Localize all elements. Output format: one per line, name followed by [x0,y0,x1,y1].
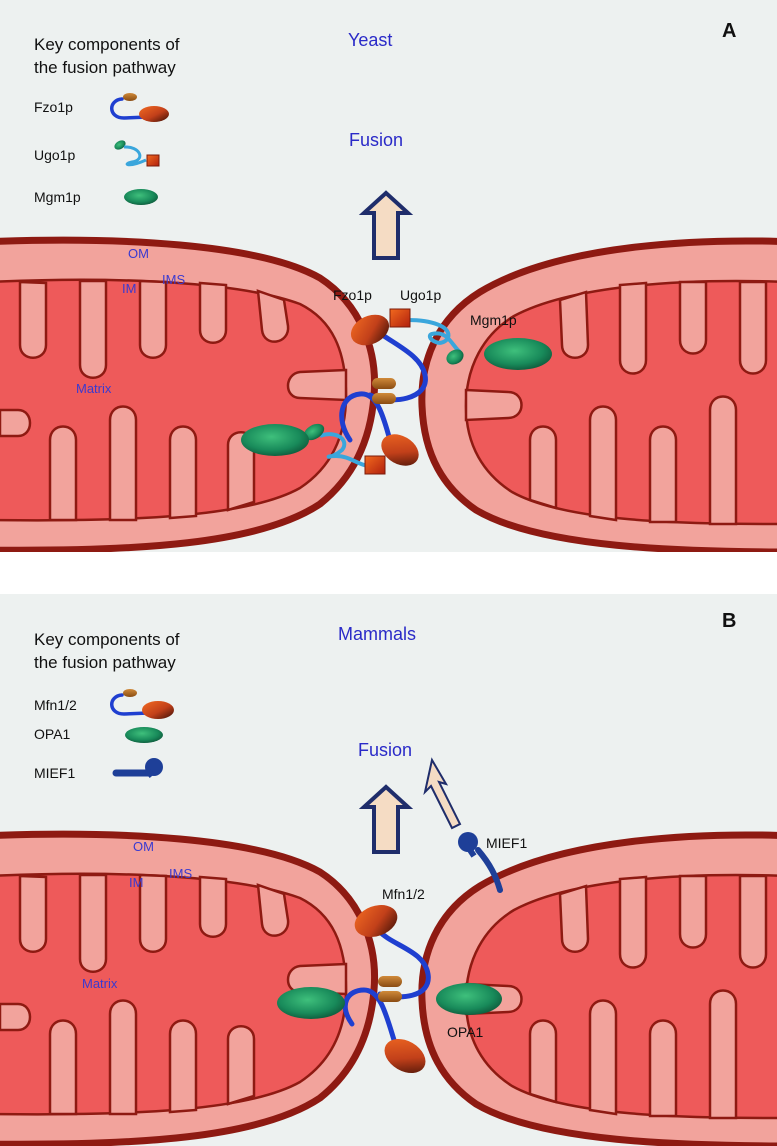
panel-letter: B [722,610,737,632]
fusion-arrow [358,190,414,260]
legend-mgm1p-label: Mgm1p [34,189,81,205]
ims-label: IMS [169,866,193,881]
panel-mammals: Key components of the fusion pathway Mfn… [0,594,777,1146]
legend-opa1-label: OPA1 [34,726,71,742]
im-label: IM [129,875,144,890]
key-title-line-1: Key components of [34,35,180,54]
matrix-label: Matrix [76,381,112,396]
fusion-label: Fusion [358,740,413,760]
legend-mief1-icon [112,758,163,778]
legend-mgm1p-icon [124,189,158,205]
left-mitochondrion [0,236,379,552]
yeast-diagram [0,93,777,552]
im-label: IM [122,281,137,296]
mfn-label: Mfn1/2 [382,886,425,902]
ims-label: IMS [162,272,186,287]
fusion-complex [241,308,552,475]
matrix-label: Matrix [82,976,118,991]
panel-title: Mammals [338,624,417,644]
legend-ugo1p-icon [114,140,160,167]
mammals-diagram [0,689,777,1146]
legend-mfn-label: Mfn1/2 [34,697,77,713]
panel-yeast: Key components of the fusion pathway Fzo… [0,0,777,552]
mief1-fusion-arrow [423,757,462,830]
fzo1p-label: Fzo1p [333,287,372,303]
fusion-complex [277,832,503,1074]
key-title-line-2: the fusion pathway [34,58,176,77]
ugo1p-label: Ugo1p [400,287,442,303]
key-title-line-2: the fusion pathway [34,653,176,672]
left-mitochondrion [0,830,379,1146]
legend-fzo1p-icon [110,93,169,122]
mief1-label: MIEF1 [486,835,528,851]
key-title-line-1: Key components of [34,630,180,649]
om-label: OM [128,246,149,261]
panel-letter: A [722,20,737,42]
legend-opa1-icon [125,727,163,743]
key-components-title: Key components of the fusion pathway [34,33,234,79]
legend-ugo1p-label: Ugo1p [34,147,76,163]
legend-fzo1p-label: Fzo1p [34,99,73,115]
fusion-arrow [358,784,414,854]
mgm1p-label: Mgm1p [470,312,517,328]
right-mitochondrion [418,237,777,552]
right-mitochondrion [418,831,777,1146]
om-label: OM [133,839,154,854]
legend-mief1-label: MIEF1 [34,765,76,781]
panel-title: Yeast [348,30,393,50]
fusion-label: Fusion [349,130,404,150]
legend-mfn-icon [110,689,174,719]
key-components-title: Key components of the fusion pathway [34,628,234,674]
opa1-label: OPA1 [447,1024,484,1040]
